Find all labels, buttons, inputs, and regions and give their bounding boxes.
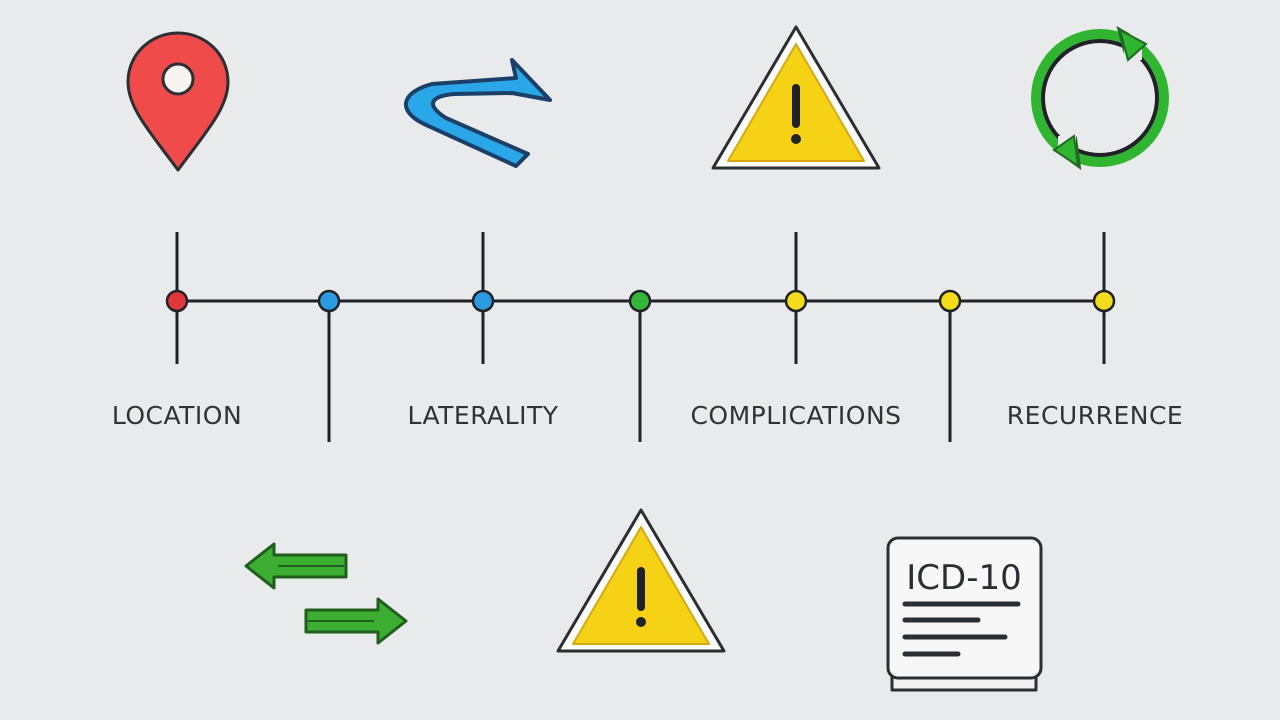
recycle-cycle-icon <box>1031 25 1169 171</box>
timeline-dot-yellow <box>938 289 962 313</box>
label-laterality: LATERALITY <box>407 401 558 430</box>
label-location: LOCATION <box>112 401 242 430</box>
timeline-dot-blue <box>317 289 341 313</box>
warning-triangle-icon <box>711 25 881 170</box>
timeline-dot-blue <box>471 289 495 313</box>
curved-arrow-icon <box>404 58 552 168</box>
timeline-dot-green <box>628 289 652 313</box>
map-pin-icon <box>126 31 230 172</box>
timeline-dot-yellow <box>784 289 808 313</box>
timeline-dot-yellow <box>1092 289 1116 313</box>
document-title: ICD-10 <box>906 558 1021 598</box>
timeline <box>165 232 1116 442</box>
swap-arrows-icon <box>244 542 408 645</box>
label-recurrence: RECURRENCE <box>1007 401 1183 430</box>
icd-document-icon: ICD-10 <box>886 536 1043 692</box>
label-complications: COMPLICATIONS <box>690 401 901 430</box>
warning-triangle-icon <box>556 508 726 653</box>
timeline-dot-red <box>165 289 189 313</box>
